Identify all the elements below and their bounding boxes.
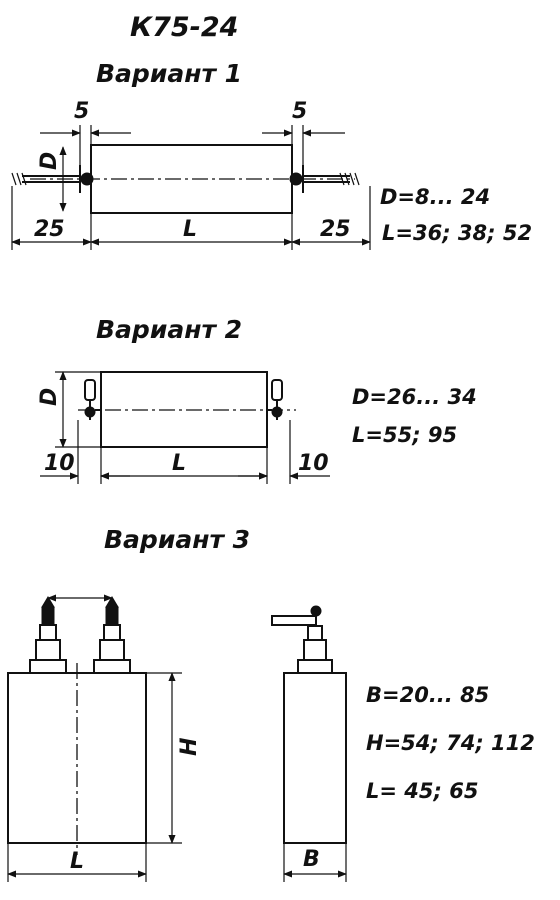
variant-3-spec-h: H=54; 74; 112	[366, 731, 535, 755]
variant-3-height-label: H	[177, 738, 202, 756]
variant-3-side-body	[283, 672, 347, 844]
variant-1-diameter-label: D	[37, 152, 62, 170]
variant-1-spec-l: L=36; 38; 52	[382, 221, 532, 245]
variant-1-terminal-left-label: 5	[74, 99, 89, 124]
variant-1-heading: Вариант 1	[96, 59, 242, 88]
variant-1-drawing: Вариант 1 D 5 5	[11, 59, 532, 250]
variant-2-left-terminal	[84, 379, 101, 420]
variant-1-lead-left-label: 25	[34, 217, 65, 242]
variant-3-width-label: B	[303, 847, 320, 872]
variant-1-spec-d: D=8... 24	[380, 185, 490, 209]
variant-2-diameter-label: D	[37, 388, 62, 406]
variant-1-right-lead	[303, 172, 360, 186]
variant-3-right-insulator	[93, 596, 131, 674]
variant-2-lead-left-label: 10	[44, 451, 75, 476]
drawing-title: К75-24	[130, 12, 238, 43]
variant-2-lead-right-label: 10	[298, 451, 329, 476]
variant-3-drawing: Вариант 3 H L	[7, 525, 535, 882]
variant-3-spec-l: L= 45; 65	[366, 779, 478, 803]
variant-2-spec-l: L=55; 95	[352, 423, 457, 447]
variant-2-drawing: Вариант 2 D 10 L	[37, 315, 477, 484]
variant-3-left-insulator	[29, 596, 67, 674]
variant-1-left-terminal	[80, 172, 94, 186]
variant-1-terminal-right-label: 5	[292, 99, 307, 124]
variant-1-left-lead	[11, 172, 80, 186]
variant-1-lead-right-label: 25	[320, 217, 351, 242]
variant-1-right-terminal	[289, 172, 303, 186]
variant-2-spec-d: D=26... 34	[352, 385, 477, 409]
variant-3-side-terminal	[271, 605, 333, 674]
variant-2-right-terminal	[267, 379, 283, 420]
variant-1-length-label: L	[183, 217, 197, 242]
variant-2-heading: Вариант 2	[96, 315, 242, 344]
variant-3-length-label: L	[70, 849, 84, 874]
variant-3-spec-b: B=20... 85	[366, 683, 489, 707]
variant-3-heading: Вариант 3	[104, 525, 250, 554]
variant-2-length-label: L	[172, 451, 186, 476]
